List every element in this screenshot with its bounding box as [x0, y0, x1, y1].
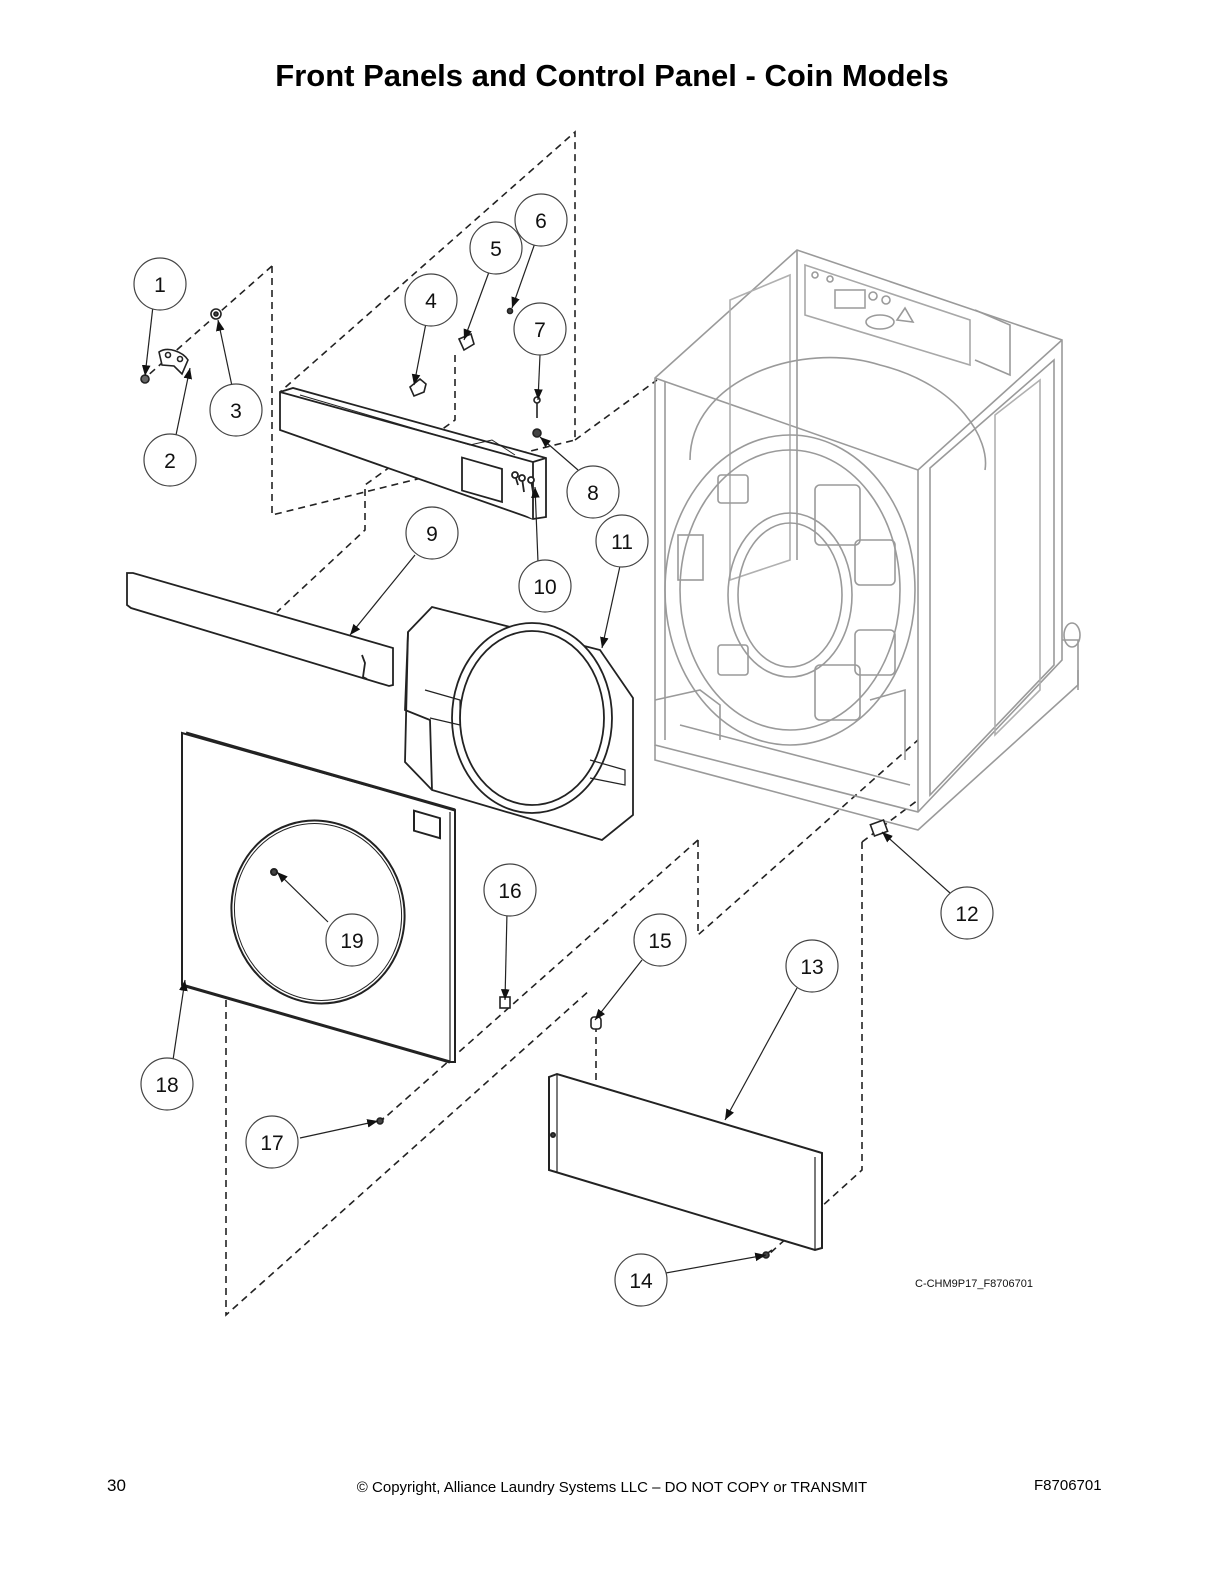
- kick-panel: [548, 1072, 823, 1252]
- page-title: Front Panels and Control Panel - Coin Mo…: [275, 58, 949, 93]
- svg-text:1: 1: [154, 274, 166, 297]
- svg-text:6: 6: [535, 210, 547, 233]
- callout-14: 14: [614, 1253, 668, 1307]
- document-number: F8706701: [1034, 1477, 1102, 1494]
- svg-text:11: 11: [611, 531, 633, 554]
- inner-front-panel: [404, 605, 634, 841]
- callout-4: 4: [404, 273, 458, 327]
- svg-text:14: 14: [629, 1270, 653, 1293]
- figure-reference: C-CHM9P17_F8706701: [915, 1278, 1033, 1290]
- svg-text:16: 16: [498, 880, 521, 903]
- callout-10: 10: [518, 559, 572, 613]
- svg-text:7: 7: [534, 319, 546, 342]
- front-panel: [181, 731, 456, 1064]
- callout-12: 12: [940, 886, 994, 940]
- callout-18: 18: [140, 1057, 194, 1111]
- svg-text:3: 3: [230, 400, 242, 423]
- svg-text:12: 12: [955, 903, 978, 926]
- control-panel: [279, 387, 547, 520]
- callout-6: 6: [514, 193, 568, 247]
- bezel-strip: [126, 572, 394, 687]
- svg-text:13: 13: [800, 956, 823, 979]
- callout-17: 17: [245, 1115, 299, 1169]
- callout-15: 15: [633, 913, 687, 967]
- callout-5: 5: [469, 221, 523, 275]
- svg-text:4: 4: [425, 290, 437, 313]
- machine-cabinet: [654, 249, 1081, 831]
- svg-text:8: 8: [587, 482, 599, 505]
- callout-7: 7: [513, 302, 567, 356]
- callout-9: 9: [405, 506, 459, 560]
- callout-16: 16: [483, 863, 537, 917]
- svg-text:17: 17: [260, 1132, 283, 1155]
- callout-2: 2: [143, 433, 197, 487]
- assembly-guide-lines: [144, 130, 919, 1317]
- svg-text:19: 19: [340, 930, 363, 953]
- svg-text:10: 10: [533, 576, 556, 599]
- callout-3: 3: [209, 383, 263, 437]
- svg-text:9: 9: [426, 523, 438, 546]
- callout-8: 8: [566, 465, 620, 519]
- callout-balloons: 1 2 3 4 5 6 7 8 9 10 11 12 13 14 15 16 1…: [133, 193, 994, 1307]
- svg-text:15: 15: [648, 930, 671, 953]
- page-number: 30: [107, 1476, 126, 1495]
- callout-19: 19: [325, 913, 379, 967]
- callout-11: 11: [595, 514, 649, 568]
- leader-lines: [141, 242, 951, 1279]
- callout-1: 1: [133, 257, 187, 311]
- svg-text:5: 5: [490, 238, 502, 261]
- copyright-notice: © Copyright, Alliance Laundry Systems LL…: [356, 1479, 868, 1496]
- svg-text:18: 18: [155, 1074, 178, 1097]
- svg-text:2: 2: [164, 450, 176, 473]
- callout-13: 13: [785, 939, 839, 993]
